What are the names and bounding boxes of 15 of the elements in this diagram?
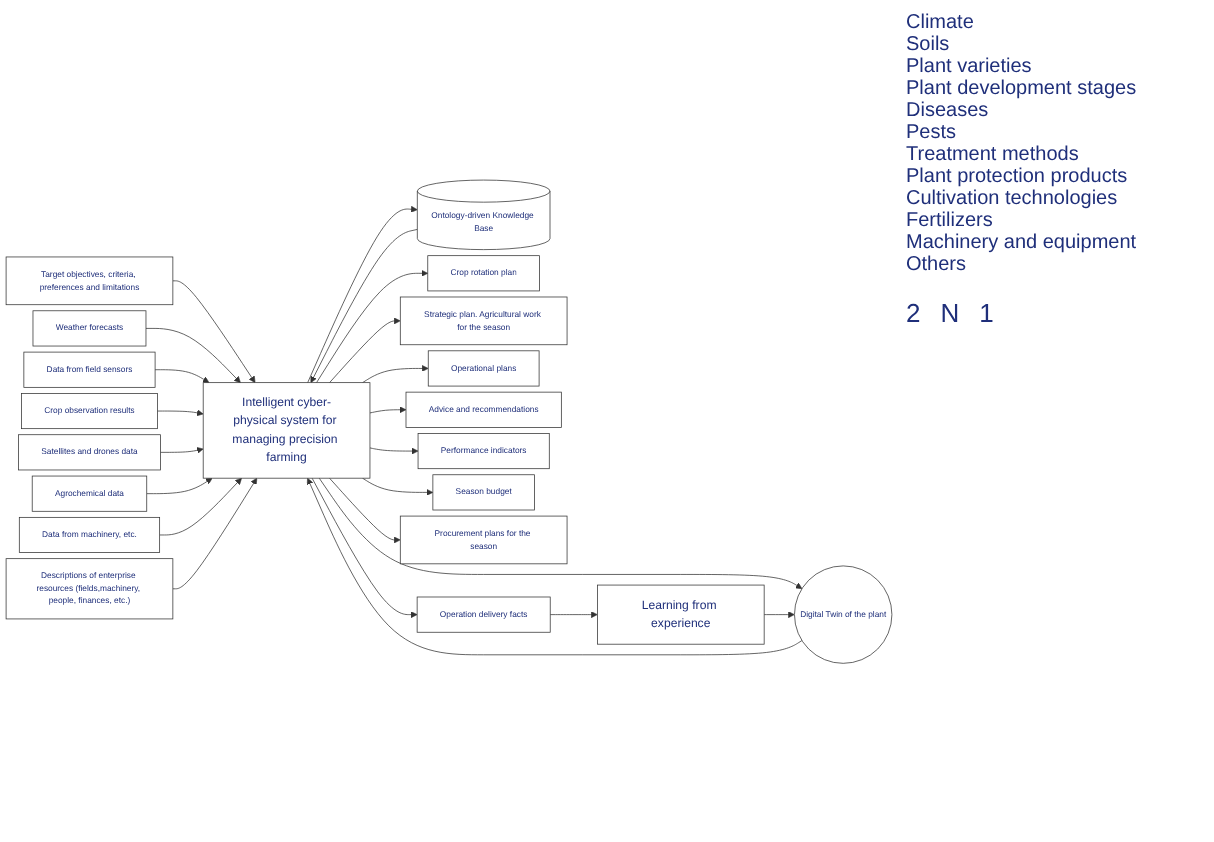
copy-number: 2 bbox=[906, 298, 921, 328]
list-item: Machinery and equipment bbox=[906, 232, 1139, 254]
copy-number: N bbox=[940, 298, 960, 328]
list-item: Fertilizers bbox=[906, 210, 995, 232]
list-item: Plant varieties bbox=[906, 56, 1034, 78]
list-item: Cultivation technologies bbox=[906, 188, 1120, 210]
list-item: Climate bbox=[906, 12, 976, 34]
copy-number: 1 bbox=[979, 298, 994, 328]
list-item: Soils bbox=[906, 34, 952, 56]
list-item: Pests bbox=[906, 122, 959, 144]
list-item: Plant protection products bbox=[906, 166, 1130, 188]
list-item: Others bbox=[906, 254, 969, 276]
list-item: Treatment methods bbox=[906, 144, 1081, 166]
list-item: Diseases bbox=[906, 100, 991, 122]
list-item: Plant development stages bbox=[906, 78, 1139, 100]
